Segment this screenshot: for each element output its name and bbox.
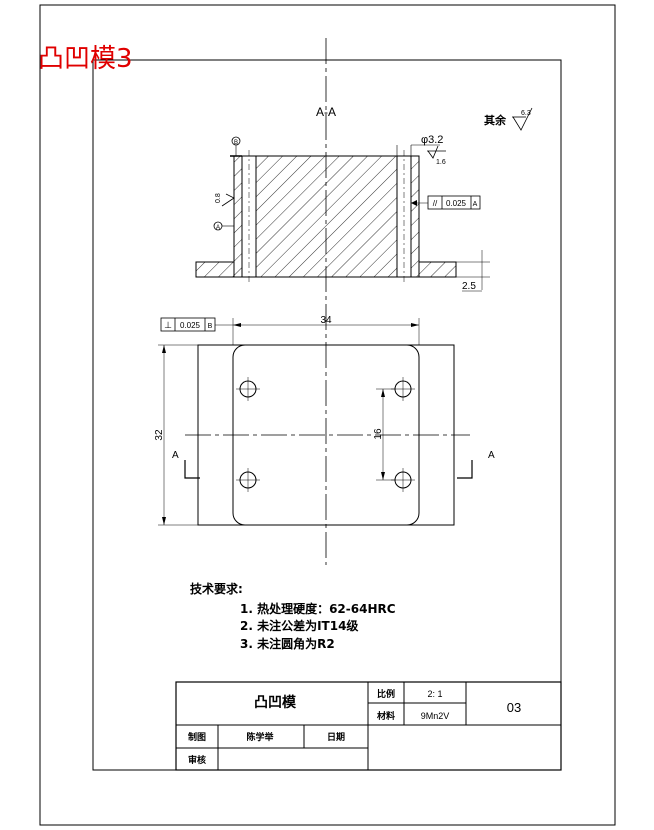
parallel-value: 0.025 (446, 199, 467, 208)
material-label: 材料 (376, 710, 395, 722)
scale-value: 2: 1 (427, 689, 442, 699)
perp-frame (160, 317, 216, 332)
review-label: 审核 (188, 754, 206, 766)
parallel-symbol: // (433, 199, 438, 208)
perp-symbol: ⊥ (164, 320, 172, 330)
tech-req-item-2: 2. 未注公差为IT14级 (240, 618, 358, 633)
material-value: 9Mn2V (421, 711, 450, 721)
hole-bl (236, 468, 260, 492)
spacing-arrow-top (381, 389, 385, 397)
date-label: 日期 (327, 731, 345, 743)
roughness-side-value: 0.8 (215, 193, 222, 203)
hole-tl (236, 377, 260, 401)
perp-datum: B (208, 323, 213, 330)
part-name: 凸凹模 (254, 694, 297, 711)
height-arrow-top (162, 345, 166, 353)
height-arrow-bottom (162, 517, 166, 525)
width-dimension: 34 (320, 315, 332, 326)
title-block (175, 681, 562, 771)
tech-req-item-1: 1. 热处理硬度：62-64HRC (240, 601, 396, 616)
drawn-by: 陈学举 (246, 731, 274, 743)
roughness-symbol-icon (512, 107, 533, 131)
datum-a-letter: A (216, 225, 220, 231)
section-mark-right-line (457, 460, 473, 479)
roughness-rest-label: 其余 (484, 113, 507, 127)
height-dimension: 32 (154, 429, 165, 441)
section-body (233, 155, 420, 278)
datum-b-letter: B (234, 140, 238, 146)
scale-label: 比例 (377, 688, 395, 700)
tech-req-item-3: 3. 未注圆角为R2 (240, 636, 335, 651)
section-mark-left-line (184, 460, 200, 479)
bore-diameter: φ3.2 (421, 134, 443, 146)
flange-dimension: 2.5 (462, 281, 476, 292)
roughness-side-icon (221, 193, 235, 207)
parallel-arrow (411, 200, 417, 206)
parallel-frame (427, 195, 481, 210)
plan-view (185, 344, 470, 526)
hole-spacing-dimension: 16 (373, 428, 384, 440)
roughness-rest-value: 6.3 (521, 110, 531, 117)
flange-right (418, 261, 457, 278)
tech-req-title: 技术要求: (190, 581, 243, 596)
banner-title: 凸凹模3 (38, 44, 133, 74)
roughness-bore-value: 1.6 (436, 159, 446, 166)
width-arrow-left (233, 323, 241, 327)
outer-border (39, 4, 616, 826)
section-view (195, 150, 457, 283)
section-label: A-A (316, 105, 336, 119)
perp-value: 0.025 (180, 321, 201, 330)
width-arrow-right (411, 323, 419, 327)
roughness-bore-icon (427, 145, 446, 159)
section-mark-left: A (172, 450, 179, 461)
drawn-label: 制图 (188, 731, 206, 743)
section-mark-right: A (488, 450, 495, 461)
flange-left (195, 261, 235, 278)
drawing-number: 03 (507, 700, 521, 715)
spacing-arrow-bottom (381, 472, 385, 480)
parallel-datum: A (473, 201, 478, 208)
